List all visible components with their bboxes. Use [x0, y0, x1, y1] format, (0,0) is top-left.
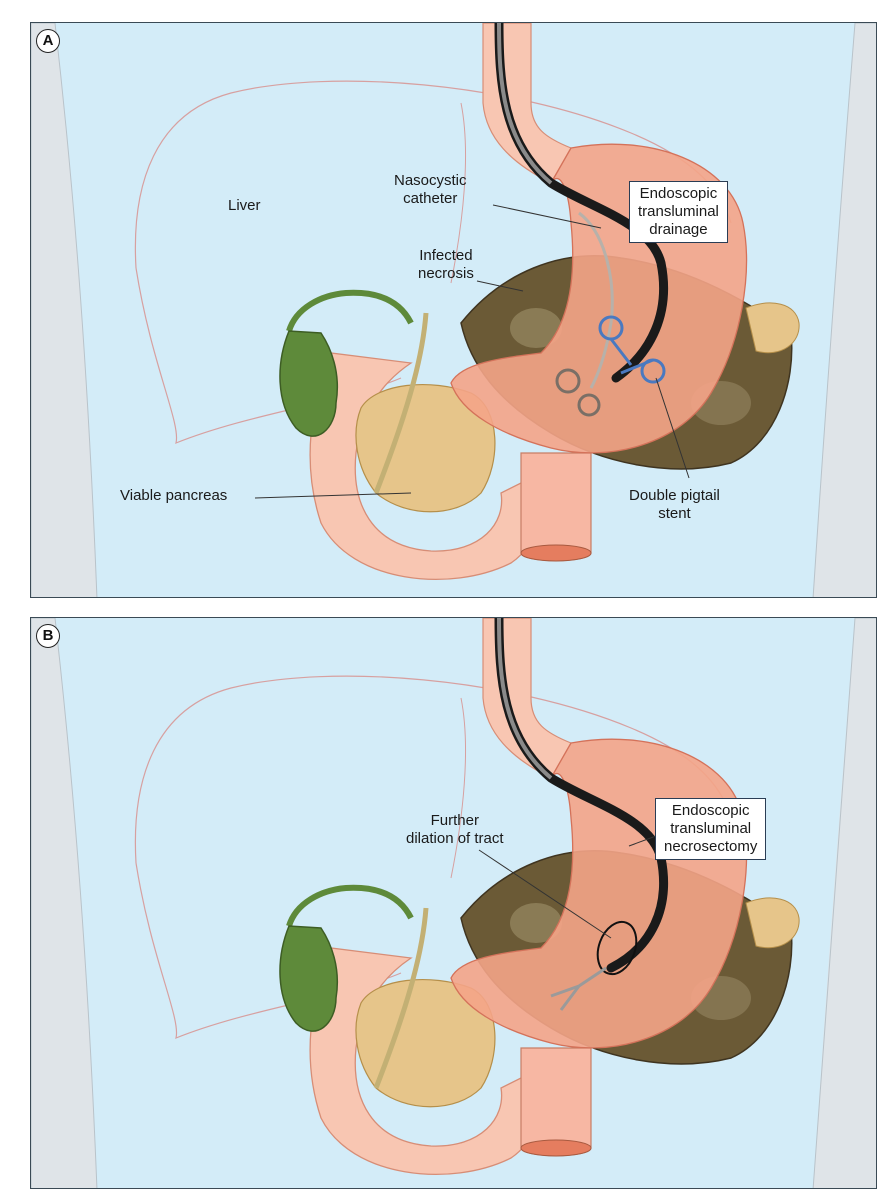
illustration-a — [31, 23, 877, 598]
infected-necrosis-label: Infected necrosis — [418, 247, 474, 283]
illustration-b — [31, 618, 877, 1189]
panel-a: A Liver Nasocystic catheter Infected nec… — [30, 22, 877, 598]
endoscopic-drainage-label: Endoscopic transluminal drainage — [629, 181, 728, 243]
panel-b-badge: B — [36, 624, 60, 648]
liver-label: Liver — [228, 197, 261, 215]
endoscopic-necrosectomy-label: Endoscopic transluminal necrosectomy — [655, 798, 766, 860]
panel-a-badge: A — [36, 29, 60, 53]
panel-b: B Further dilation of tract Endoscopic t… — [30, 617, 877, 1189]
viable-pancreas-label: Viable pancreas — [120, 487, 227, 505]
nasocystic-catheter-label: Nasocystic catheter — [394, 172, 467, 208]
double-pigtail-stent-label: Double pigtail stent — [629, 487, 720, 523]
further-dilation-label: Further dilation of tract — [406, 812, 504, 848]
